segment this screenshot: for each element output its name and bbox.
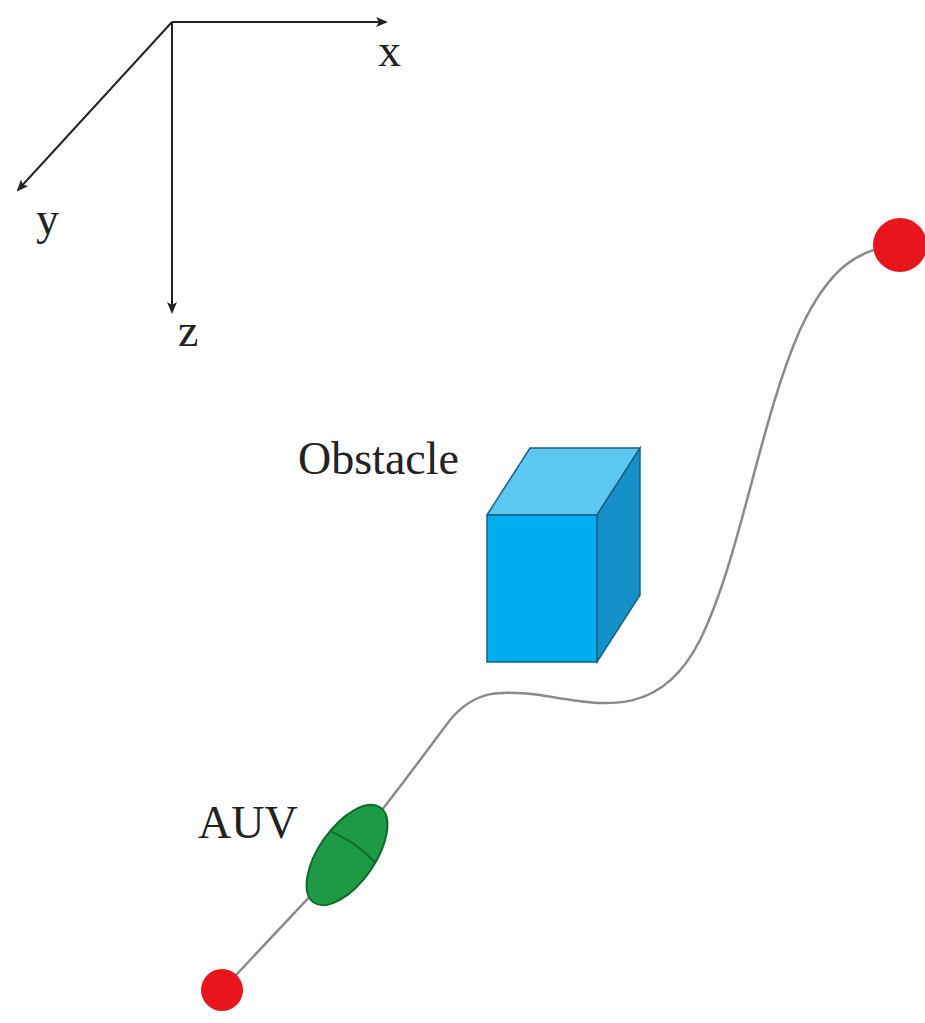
- auv-label: AUV: [198, 800, 298, 846]
- axis-label: x: [378, 28, 401, 74]
- auv-vehicle: [291, 791, 403, 918]
- goal-point: [873, 218, 925, 272]
- obstacle-cube: [487, 448, 640, 662]
- obstacle-label: Obstacle: [298, 436, 459, 482]
- auv-path: [222, 245, 895, 990]
- start-point: [201, 969, 243, 1011]
- axis-label: z: [178, 308, 198, 354]
- coordinate-axes: [18, 22, 386, 312]
- axis-label: y: [36, 196, 59, 242]
